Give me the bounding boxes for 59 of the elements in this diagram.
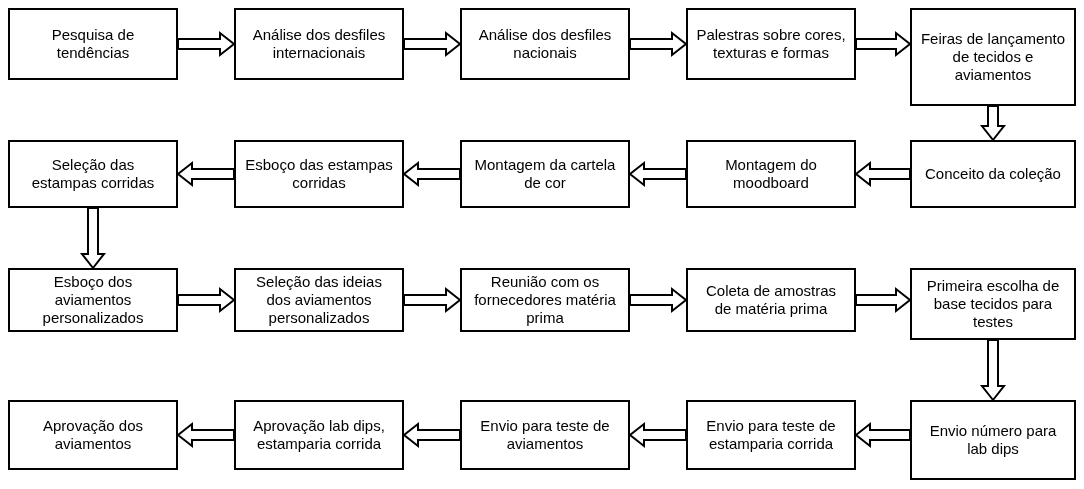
block-arrow bbox=[403, 30, 462, 58]
box-text: Conceito da coleção bbox=[925, 165, 1061, 183]
box-text: Coleta de amostras de matéria prima bbox=[704, 282, 838, 318]
process-box bbox=[686, 268, 856, 332]
process-box bbox=[460, 268, 630, 332]
block-arrow bbox=[79, 207, 107, 270]
process-box bbox=[460, 140, 630, 208]
block-arrow bbox=[176, 160, 235, 188]
process-box bbox=[910, 268, 1076, 340]
box-text: Envio para teste de aviamentos bbox=[479, 417, 611, 453]
block-arrow bbox=[177, 30, 236, 58]
process-box bbox=[234, 140, 404, 208]
box-text: Primeira escolha de base tecidos para testes bbox=[925, 277, 1061, 331]
block-arrow bbox=[855, 30, 912, 58]
block-arrow bbox=[629, 30, 688, 58]
box-text: Montagem da cartela de cor bbox=[473, 156, 617, 192]
block-arrow bbox=[979, 105, 1007, 142]
box-text: Palestras sobre cores, texturas e formas bbox=[696, 26, 846, 62]
block-arrow bbox=[628, 160, 687, 188]
process-box bbox=[8, 268, 178, 332]
process-box bbox=[686, 8, 856, 80]
box-text: Pesquisa de tendências bbox=[50, 26, 136, 62]
process-box bbox=[8, 140, 178, 208]
process-box bbox=[460, 8, 630, 80]
process-box bbox=[910, 140, 1076, 208]
block-arrow bbox=[629, 286, 688, 314]
box-text: Seleção das estampas corridas bbox=[30, 156, 156, 192]
process-box bbox=[460, 400, 630, 470]
block-arrow bbox=[176, 421, 235, 449]
process-box bbox=[234, 268, 404, 332]
box-text: Envio número para lab dips bbox=[928, 422, 1058, 458]
box-text: Seleção das ideias dos aviamentos personalizados bbox=[255, 273, 383, 327]
block-arrow bbox=[979, 339, 1007, 402]
box-text: Reunião com os fornecedores matéria prima bbox=[473, 273, 617, 327]
process-box bbox=[8, 8, 178, 80]
process-box bbox=[910, 8, 1076, 106]
block-arrow bbox=[403, 286, 462, 314]
block-arrow bbox=[855, 286, 912, 314]
box-text: Aprovação lab dips, estamparia corrida bbox=[252, 417, 386, 453]
process-box bbox=[686, 140, 856, 208]
block-arrow bbox=[854, 421, 911, 449]
box-text: Análise dos desfiles internacionais bbox=[251, 26, 387, 62]
box-text: Esboço dos aviamentos personalizados bbox=[41, 273, 145, 327]
block-arrow bbox=[402, 421, 461, 449]
box-text: Esboço das estampas corridas bbox=[244, 156, 394, 192]
box-text: Análise dos desfiles nacionais bbox=[477, 26, 613, 62]
block-arrow bbox=[854, 160, 911, 188]
block-arrow bbox=[628, 421, 687, 449]
process-box bbox=[8, 400, 178, 470]
process-box bbox=[234, 400, 404, 470]
process-box bbox=[234, 8, 404, 80]
process-box bbox=[686, 400, 856, 470]
process-box bbox=[910, 400, 1076, 480]
block-arrow bbox=[402, 160, 461, 188]
box-text: Envio para teste de estamparia corrida bbox=[705, 417, 837, 453]
block-arrow bbox=[177, 286, 236, 314]
box-text: Montagem do moodboard bbox=[724, 156, 818, 192]
box-text: Aprovação dos aviamentos bbox=[41, 417, 145, 453]
box-text: Feiras de lançamento de tecidos e aviamentos bbox=[920, 30, 1066, 84]
